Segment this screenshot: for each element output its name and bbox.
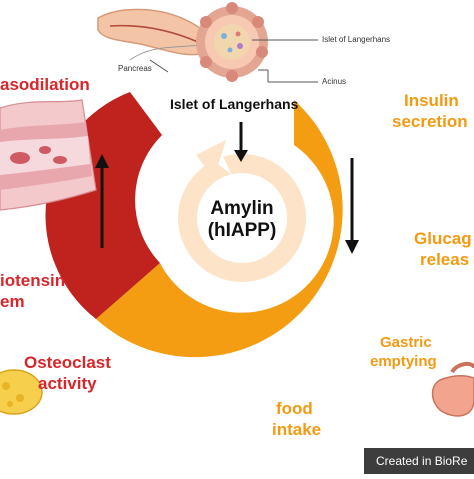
- food-line1: food: [276, 398, 313, 419]
- osteoclast-line2: activity: [38, 373, 97, 394]
- stomach-illustration: [433, 364, 474, 416]
- pancreas-label: Pancreas: [118, 64, 152, 73]
- pancreas-illustration: [98, 9, 209, 60]
- top-heading: Islet of Langerhans: [170, 96, 298, 112]
- vasodilation-label: asodilation: [0, 74, 90, 95]
- blood-vessel-illustration: [0, 100, 96, 210]
- osteoclast-line1: Osteoclast: [24, 352, 111, 373]
- center-line1: Amylin: [192, 198, 292, 220]
- angiotensin-line1: iotensin: [0, 270, 65, 291]
- glucagon-line1: Glucag: [414, 228, 472, 249]
- insulin-line1: Insulin: [404, 90, 459, 111]
- watermark-badge: Created in BioRe: [364, 448, 474, 474]
- gastric-line1: Gastric: [380, 332, 432, 353]
- food-line2: intake: [272, 419, 321, 440]
- glucagon-line2: releas: [420, 249, 469, 270]
- angiotensin-line2: em: [0, 291, 25, 312]
- insulin-line2: secretion: [392, 111, 468, 132]
- osteoclast-illustration: [0, 370, 42, 414]
- gastric-line2: emptying: [370, 351, 437, 372]
- islet-label: Islet of Langerhans: [322, 35, 390, 44]
- center-line2: (hIAPP): [192, 220, 292, 242]
- acinus-label: Acinus: [322, 77, 346, 86]
- down-arrow-icon: [345, 158, 359, 254]
